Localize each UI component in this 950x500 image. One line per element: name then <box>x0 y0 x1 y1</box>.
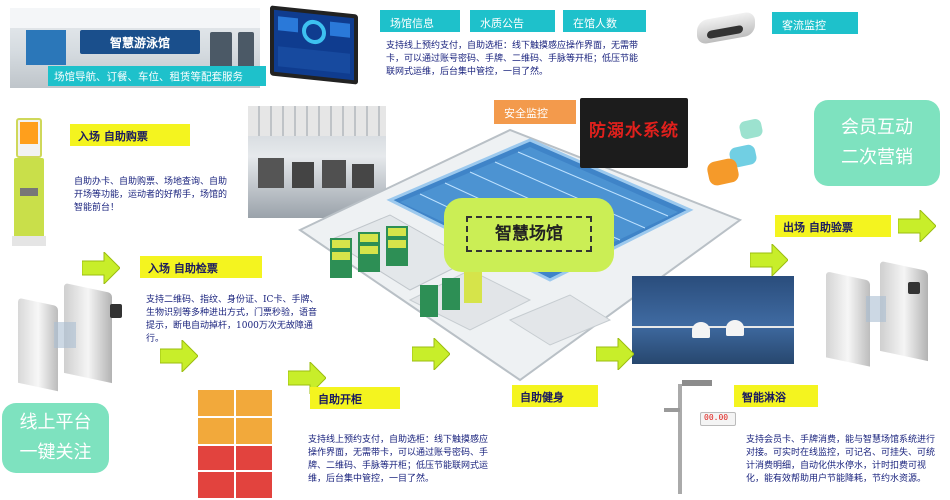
led-text: 防溺水系统 <box>589 121 679 141</box>
main-label-box: 智慧场馆 <box>444 198 614 272</box>
lobby-sign-text: 智慧游泳馆 <box>109 36 170 50</box>
exit-label: 出场 自助验票 <box>775 215 891 237</box>
check-label: 入场 自助检票 <box>140 256 262 278</box>
arrow-fitness-icon <box>412 338 450 370</box>
security-tag: 安全监控 <box>494 100 576 124</box>
online-platform-box[interactable]: 线上平台 一键关注 <box>2 403 109 473</box>
tab-venue-info[interactable]: 场馆信息 <box>380 10 460 32</box>
camera-device <box>697 10 757 46</box>
member-line2: 二次营销 <box>841 147 913 168</box>
shower-label: 智能淋浴 <box>734 385 818 407</box>
arrow-locker-icon <box>288 362 326 394</box>
main-label: 智慧场馆 <box>466 216 592 252</box>
ticket-label: 入场 自助购票 <box>70 124 190 146</box>
led-display: 防溺水系统 <box>580 98 688 168</box>
fitness-label: 自助健身 <box>512 385 598 407</box>
arrow-check-in-icon <box>82 252 120 284</box>
online-platform-line1: 线上平台 <box>19 412 92 433</box>
lobby-caption: 场馆导航、订餐、车位、租赁等配套服务 <box>48 66 266 86</box>
locker-cabinet <box>198 390 272 498</box>
arrow-shower-icon <box>596 338 634 370</box>
ticket-description: 自助办卡、自助购票、场地查询、自助开场等功能，运动者的好帮手，场馆的智能前台！ <box>74 177 228 213</box>
wristband-green <box>738 117 764 141</box>
tabs-description: 支持线上预约支付，自助选柜：线下触摸感应操作界面，无需带卡，可以通过账号密码、手… <box>386 41 639 77</box>
tab-visitors-count[interactable]: 在馆人数 <box>563 10 646 32</box>
entry-gate <box>18 282 130 392</box>
locker-description: 支持线上预约支付，自助选柜：线下触摸感应操作界面，无需带卡，可以通过账号密码、手… <box>308 435 489 484</box>
shower-description: 支持会员卡、手牌消费，能与智慧场馆系统进行对接。可实时在线监控，可记名、可挂失、… <box>746 435 936 484</box>
exit-gate <box>826 260 938 367</box>
arrow-venue-right-icon <box>750 244 788 276</box>
badminton-photo <box>632 276 794 364</box>
check-description: 支持二维码、指纹、身份证、IC卡、手牌、生物识别等多种进出方式，门票秒验，语音提… <box>146 295 319 344</box>
locker-label: 自助开柜 <box>310 387 400 409</box>
ticket-kiosk <box>12 118 46 248</box>
camera-tag: 客流监控 <box>772 12 858 34</box>
arrow-gate-icon <box>160 340 198 372</box>
shower-meter-text: 00.00 <box>704 413 729 422</box>
dashboard-screen <box>270 5 358 85</box>
tab-water-quality[interactable]: 水质公告 <box>470 10 555 32</box>
shower-device: 00.00 <box>664 378 736 498</box>
online-platform-line2: 一键关注 <box>19 442 92 463</box>
arrow-exit-icon <box>898 210 936 242</box>
lobby-photo: 智慧游泳馆 <box>10 8 260 88</box>
member-line1: 会员互动 <box>841 117 913 138</box>
member-box[interactable]: 会员互动 二次营销 <box>814 100 940 186</box>
